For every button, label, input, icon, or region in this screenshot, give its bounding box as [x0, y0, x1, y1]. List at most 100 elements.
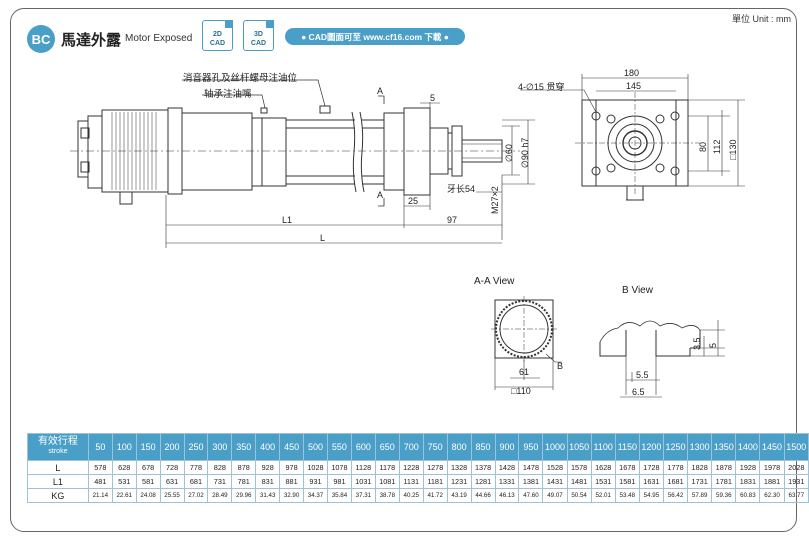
file-corner-icon: [266, 20, 274, 28]
table-cell: 53.48: [614, 488, 640, 503]
stroke-column-header: 50: [87, 433, 113, 461]
table-cell: 578: [87, 460, 113, 475]
table-cell: 1478: [518, 460, 544, 475]
table-cell: 778: [183, 460, 209, 475]
stroke-column-header: 1000: [542, 433, 568, 461]
table-cell: 728: [159, 460, 185, 475]
table-cell: 731: [207, 474, 233, 489]
stroke-header-cn: 有效行程: [37, 436, 78, 447]
table-cell: 681: [183, 474, 209, 489]
dim-80: 80: [698, 141, 708, 152]
end-view: [575, 92, 700, 201]
table-cell: 34.37: [303, 488, 328, 503]
table-cell: 1431: [542, 474, 568, 489]
stroke-column-header: 400: [255, 433, 281, 461]
b-view-title: B View: [622, 285, 653, 296]
row-label: KG: [27, 488, 89, 503]
stroke-column-header: 150: [135, 433, 161, 461]
table-cell: 40.25: [398, 488, 424, 503]
table-cell: 881: [279, 474, 305, 489]
table-cell: 1031: [350, 474, 376, 489]
table-cell: 1481: [566, 474, 592, 489]
table-cell: 32.90: [279, 488, 305, 503]
b-view: [599, 320, 725, 398]
dim-180: 180: [624, 68, 640, 78]
stroke-column-header: 250: [183, 433, 209, 461]
table-cell: 1578: [566, 460, 592, 475]
dim-l: L: [320, 233, 326, 243]
page-frame: [10, 8, 797, 532]
row-label: L1: [27, 474, 89, 489]
stroke-column-header: 350: [231, 433, 257, 461]
table-cell: 1131: [398, 474, 424, 489]
dim-61: 61: [519, 367, 530, 377]
table-cell: 41.72: [422, 488, 448, 503]
table-cell: 878: [231, 460, 257, 475]
series-badge: BC: [27, 25, 55, 53]
table-cell: 38.78: [374, 488, 400, 503]
table-cell: 52.01: [590, 488, 616, 503]
section-a-bottom: A: [377, 190, 384, 200]
table-cell: 50.54: [566, 488, 592, 503]
dim-5-flange: 5: [430, 93, 436, 103]
stroke-column-header: 600: [350, 433, 376, 461]
table-cell: 1328: [446, 460, 472, 475]
cad-2d-button[interactable]: 2D CAD: [202, 20, 233, 51]
cad-2d-label-a: 2D: [213, 31, 222, 38]
stroke-column-header: 550: [326, 433, 352, 461]
table-cell: 1681: [662, 474, 689, 489]
cad-3d-button[interactable]: 3D CAD: [243, 20, 274, 51]
unit-label: 單位 Unit : mm: [731, 14, 791, 24]
table-cell: 43.19: [446, 488, 472, 503]
table-cell: 1528: [542, 460, 568, 475]
dim-5-bview: 5: [708, 342, 718, 348]
table-cell: 59.36: [711, 488, 737, 503]
stroke-column-header: 750: [422, 433, 448, 461]
oil-hole-note: 消音器孔及丝杆螺母注油位: [183, 73, 298, 84]
stroke-column-header: 1350: [711, 433, 737, 461]
table-cell: 1378: [470, 460, 496, 475]
table-cell: 28.49: [207, 488, 233, 503]
dim-110: □110: [511, 386, 531, 396]
stroke-column-header: 800: [446, 433, 472, 461]
stroke-column-header: 1200: [638, 433, 664, 461]
dim-5-5: 5.5: [636, 370, 649, 380]
stroke-column-header: 1150: [614, 433, 640, 461]
dim-d60: ∅60: [504, 144, 514, 162]
cad-2d-label-b: CAD: [209, 40, 226, 47]
table-cell: 1931: [783, 474, 809, 489]
cad-3d-label-a: 3D: [254, 31, 263, 38]
table-cell: 1878: [711, 460, 737, 475]
table-cell: 2028: [783, 460, 809, 475]
dim-112: 112: [712, 139, 722, 154]
table-cell: 49.07: [542, 488, 568, 503]
stroke-column-header: 1450: [759, 433, 785, 461]
stroke-column-header: 200: [159, 433, 185, 461]
table-cell: 1828: [687, 460, 713, 475]
table-cell: 1428: [494, 460, 520, 475]
stroke-column-header: 100: [111, 433, 137, 461]
dim-145: 145: [626, 81, 642, 91]
table-cell: 1331: [494, 474, 520, 489]
section-a-top: A: [377, 86, 384, 96]
stroke-column-header: 1500: [783, 433, 809, 461]
dim-6-5: 6.5: [632, 387, 645, 397]
table-cell: 57.89: [687, 488, 713, 503]
download-link[interactable]: ● CAD圖面可至 www.cf16.com 下載 ●: [285, 28, 465, 45]
dim-97: 97: [447, 215, 458, 225]
table-cell: 1281: [470, 474, 496, 489]
table-cell: 1731: [687, 474, 713, 489]
stroke-column-header: 450: [279, 433, 305, 461]
dim-thread-length: 牙长54: [447, 184, 476, 194]
table-cell: 1381: [518, 474, 544, 489]
table-cell: 781: [231, 474, 257, 489]
table-cell: 1531: [590, 474, 616, 489]
dim-d90: ∅90 h7: [520, 137, 530, 168]
cad-3d-label-b: CAD: [250, 40, 267, 47]
table-cell: 1178: [374, 460, 400, 475]
table-cell: 47.60: [518, 488, 544, 503]
